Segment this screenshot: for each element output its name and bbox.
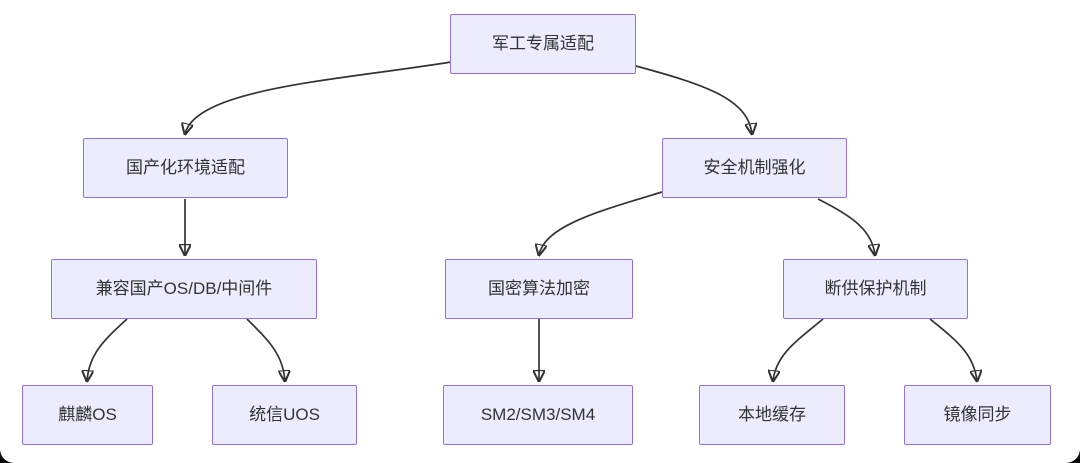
node-label: 国密算法加密 — [488, 278, 590, 298]
node-sm2-sm3-sm4: SM2/SM3/SM4 — [443, 385, 633, 445]
edge-supply-to-mirror-sync — [929, 318, 977, 381]
node-label: SM2/SM3/SM4 — [480, 404, 596, 424]
node-label: 国产化环境适配 — [126, 157, 245, 177]
node-kylin-os: 麒麟OS — [22, 385, 153, 445]
node-label: 断供保护机制 — [824, 278, 927, 298]
node-label: 本地缓存 — [738, 404, 806, 424]
node-mirror-sync: 镜像同步 — [904, 385, 1051, 445]
node-label: 统信UOS — [249, 404, 320, 424]
node-label: 安全机制强化 — [703, 157, 806, 177]
edge-root-to-domestic — [185, 61, 452, 134]
edge-supply-to-local-cache — [773, 318, 824, 381]
edge-compat-to-uos — [246, 318, 285, 381]
edge-root-to-security — [635, 65, 752, 134]
node-label: 镜像同步 — [943, 404, 1012, 424]
node-local-cache: 本地缓存 — [699, 385, 845, 445]
node-uniontech-uos: 统信UOS — [212, 385, 357, 445]
node-label: 兼容国产OS/DB/中间件 — [95, 278, 273, 298]
node-supply-cutoff-protection: 断供保护机制 — [783, 259, 968, 319]
node-label: 麒麟OS — [58, 404, 117, 424]
edge-security-to-supply — [817, 198, 875, 255]
edge-compat-to-kylin — [87, 318, 128, 381]
node-sm-crypto-encryption: 国密算法加密 — [445, 259, 633, 319]
edge-security-to-guomi — [539, 191, 663, 255]
node-domestic-os-db-middleware-compat: 兼容国产OS/DB/中间件 — [51, 259, 317, 319]
node-label: 军工专属适配 — [492, 33, 594, 53]
node-military-adaptation: 军工专属适配 — [450, 14, 636, 74]
node-security-hardening: 安全机制强化 — [662, 138, 847, 198]
node-domestic-env-adaptation: 国产化环境适配 — [83, 138, 288, 198]
